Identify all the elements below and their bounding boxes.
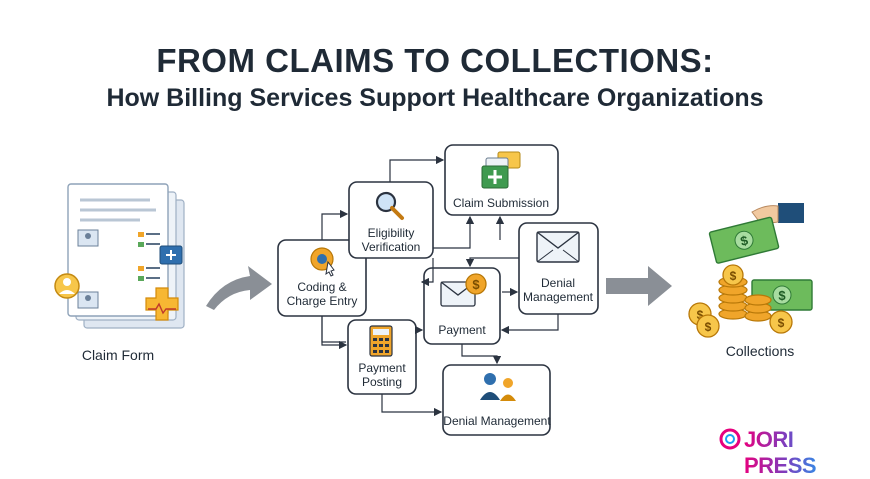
claim-submission-box: Claim Submission xyxy=(444,144,559,216)
claim-submission-label: Claim Submission xyxy=(453,196,549,210)
svg-text:$: $ xyxy=(697,308,704,322)
payment-posting-label-line2: Posting xyxy=(362,375,402,389)
svg-text:$: $ xyxy=(705,320,712,334)
arrow-to-process xyxy=(206,266,272,310)
svg-text:$: $ xyxy=(778,288,786,303)
envelope-icon xyxy=(536,231,580,263)
denial-right-label-line2: Management xyxy=(523,290,594,304)
claim-form-label: Claim Form xyxy=(82,347,154,363)
payment-posting-box: Payment Posting xyxy=(347,319,417,395)
arrow-to-collections xyxy=(606,266,672,306)
people-icon xyxy=(480,373,516,401)
medical-folder-icon xyxy=(481,151,521,189)
page-title: FROM CLAIMS TO COLLECTIONS: xyxy=(156,42,714,79)
coding-charge-entry-box: Coding & Charge Entry xyxy=(277,239,367,317)
eligibility-label-line2: Verification xyxy=(362,240,421,254)
payment-posting-label-line1: Payment xyxy=(358,361,406,375)
payment-label: Payment xyxy=(438,323,486,337)
gear-icon xyxy=(310,247,335,277)
connectors xyxy=(321,155,559,417)
svg-text:$: $ xyxy=(472,277,480,292)
coding-label-line1: Coding & xyxy=(297,280,346,294)
brand-logo-mark xyxy=(719,428,741,450)
svg-text:$: $ xyxy=(778,316,785,330)
magnifier-icon xyxy=(375,191,404,220)
collections-label: Collections xyxy=(726,343,794,359)
claim-form-icon xyxy=(54,183,185,329)
brand-logo: JORI PRESS xyxy=(744,427,870,479)
payment-box: $ Payment xyxy=(423,267,501,345)
page-subtitle: How Billing Services Support Healthcare … xyxy=(106,84,764,112)
envelope-coin-icon: $ xyxy=(440,273,487,307)
denial-management-bottom-box: Denial Management xyxy=(442,364,551,436)
denial-bottom-label: Denial Management xyxy=(443,414,551,428)
eligibility-label-line1: Eligibility xyxy=(368,226,415,240)
svg-text:$: $ xyxy=(739,232,750,248)
calculator-icon xyxy=(369,325,393,357)
denial-management-right-box: Denial Management xyxy=(518,222,599,315)
money-icon: $ $ $ $ $ $ xyxy=(688,203,813,338)
coding-label-line2: Charge Entry xyxy=(287,294,358,308)
eligibility-verification-box: Eligibility Verification xyxy=(348,181,434,259)
denial-right-label-line1: Denial xyxy=(541,276,575,290)
svg-text:$: $ xyxy=(730,269,737,283)
